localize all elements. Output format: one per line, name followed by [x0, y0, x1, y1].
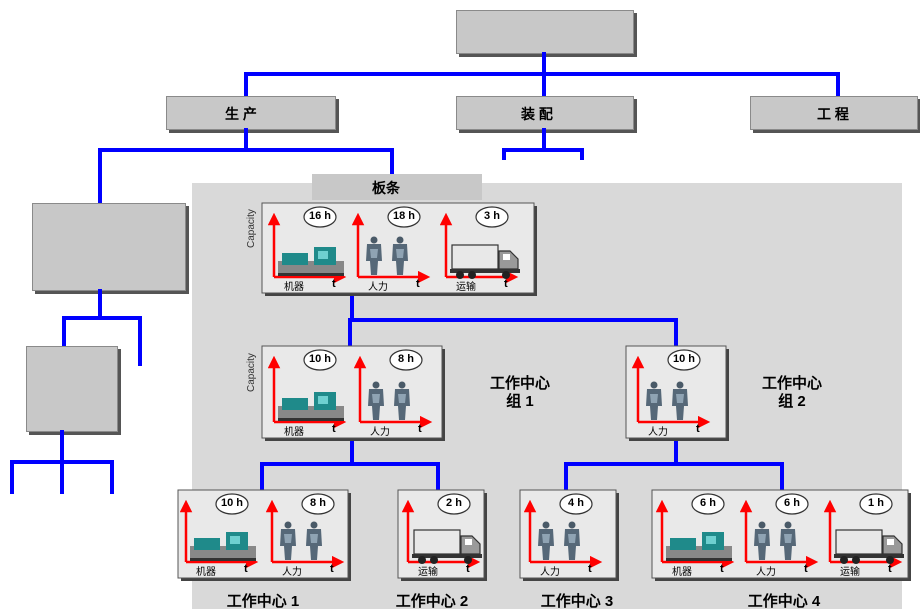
group1-machine-t-label: t [332, 423, 336, 435]
wc4-transport-hours: 1 h [868, 497, 884, 509]
wc3-labor-label: 人力 [540, 567, 560, 578]
wc2-capacity-box[interactable] [397, 489, 487, 581]
wc4-labor-t-label: t [804, 563, 808, 575]
group2-labor-label: 人力 [648, 427, 668, 438]
panel-machine-t-label: t [332, 278, 336, 290]
wc4-machine-label: 机器 [672, 567, 692, 578]
hours-bubble [691, 493, 725, 515]
wc4-transport-label: 运输 [840, 567, 860, 578]
wc1-machine-label: 机器 [196, 567, 216, 578]
wc4-machine-hours: 6 h [700, 497, 716, 509]
panel-labor-hours: 18 h [392, 210, 415, 222]
assembly-node[interactable]: 装 配 [456, 96, 634, 130]
wc3-capacity-box[interactable] [519, 489, 619, 581]
hours-bubble [859, 493, 893, 515]
group2-labor-t-label: t [696, 423, 700, 435]
hours-bubble [437, 493, 471, 515]
left-node-1[interactable] [32, 203, 186, 291]
group2-label-line1: 工作中心 [761, 375, 822, 392]
wc4-labor-hours: 6 h [784, 497, 800, 509]
group2-label-line2: 组 2 [778, 393, 806, 410]
hours-bubble [215, 493, 249, 515]
group1-labor-t-label: t [418, 423, 422, 435]
panel-capacity-label: Capacity [246, 209, 257, 248]
production-label: 生 产 [225, 106, 257, 122]
hours-bubble [301, 493, 335, 515]
group1-capacity-label: Capacity [246, 353, 257, 392]
hours-bubble [389, 349, 423, 371]
wc1-labor-t-label: t [330, 563, 334, 575]
assembly-label: 装 配 [521, 106, 553, 122]
group1-labor-label: 人力 [370, 427, 390, 438]
hours-bubble [667, 349, 701, 371]
wc3-label: 工作中心 3 [540, 593, 614, 610]
wc1-machine-t-label: t [244, 563, 248, 575]
panel-machine-label: 机器 [284, 282, 304, 293]
hours-bubble [387, 206, 421, 228]
wc2-transport-t-label: t [466, 563, 470, 575]
panel-labor-label: 人力 [368, 282, 388, 293]
wc1-machine-hours: 10 h [220, 497, 243, 509]
panel-transport-t-label: t [504, 278, 508, 290]
wc1-labor-hours: 8 h [310, 497, 326, 509]
left-node-2[interactable] [26, 346, 118, 432]
group1-machine-hours: 10 h [308, 353, 331, 365]
group1-label-line1: 工作中心 [489, 375, 550, 392]
engineering-label: 工 程 [817, 106, 849, 122]
panel-transport-label: 运输 [456, 282, 476, 293]
group1-label-line2: 组 1 [506, 393, 534, 410]
hours-bubble [303, 206, 337, 228]
wc4-label: 工作中心 4 [747, 593, 821, 610]
wc1-label: 工作中心 1 [226, 593, 300, 610]
hours-bubble [303, 349, 337, 371]
wc1-labor-label: 人力 [282, 567, 302, 578]
wc4-labor-label: 人力 [756, 567, 776, 578]
engineering-node[interactable]: 工 程 [750, 96, 918, 130]
hours-bubble [559, 493, 593, 515]
wc1-capacity-box[interactable] [177, 489, 351, 581]
group1-capacity-box[interactable] [261, 345, 445, 441]
panel-tab-label: 板条 [372, 180, 400, 196]
production-node[interactable]: 生 产 [166, 96, 336, 130]
group2-capacity-box[interactable] [625, 345, 729, 441]
hours-bubble [775, 493, 809, 515]
panel-capacity-box[interactable] [261, 202, 537, 296]
panel-tab[interactable]: 板条 [312, 174, 482, 200]
panel-machine-hours: 16 h [308, 210, 331, 222]
wc2-transport-label: 运输 [418, 567, 438, 578]
panel-transport-hours: 3 h [484, 210, 500, 222]
root-node[interactable] [456, 10, 634, 54]
wc2-transport-hours: 2 h [446, 497, 462, 509]
panel-labor-t-label: t [416, 278, 420, 290]
hours-bubble [475, 206, 509, 228]
wc3-labor-t-label: t [588, 563, 592, 575]
wc3-labor-hours: 4 h [568, 497, 584, 509]
wc4-transport-t-label: t [888, 563, 892, 575]
wc4-machine-t-label: t [720, 563, 724, 575]
group2-labor-hours: 10 h [672, 353, 695, 365]
wc2-label: 工作中心 2 [395, 593, 469, 610]
group1-machine-label: 机器 [284, 427, 304, 438]
group1-labor-hours: 8 h [398, 353, 414, 365]
wc4-capacity-box[interactable] [651, 489, 911, 581]
